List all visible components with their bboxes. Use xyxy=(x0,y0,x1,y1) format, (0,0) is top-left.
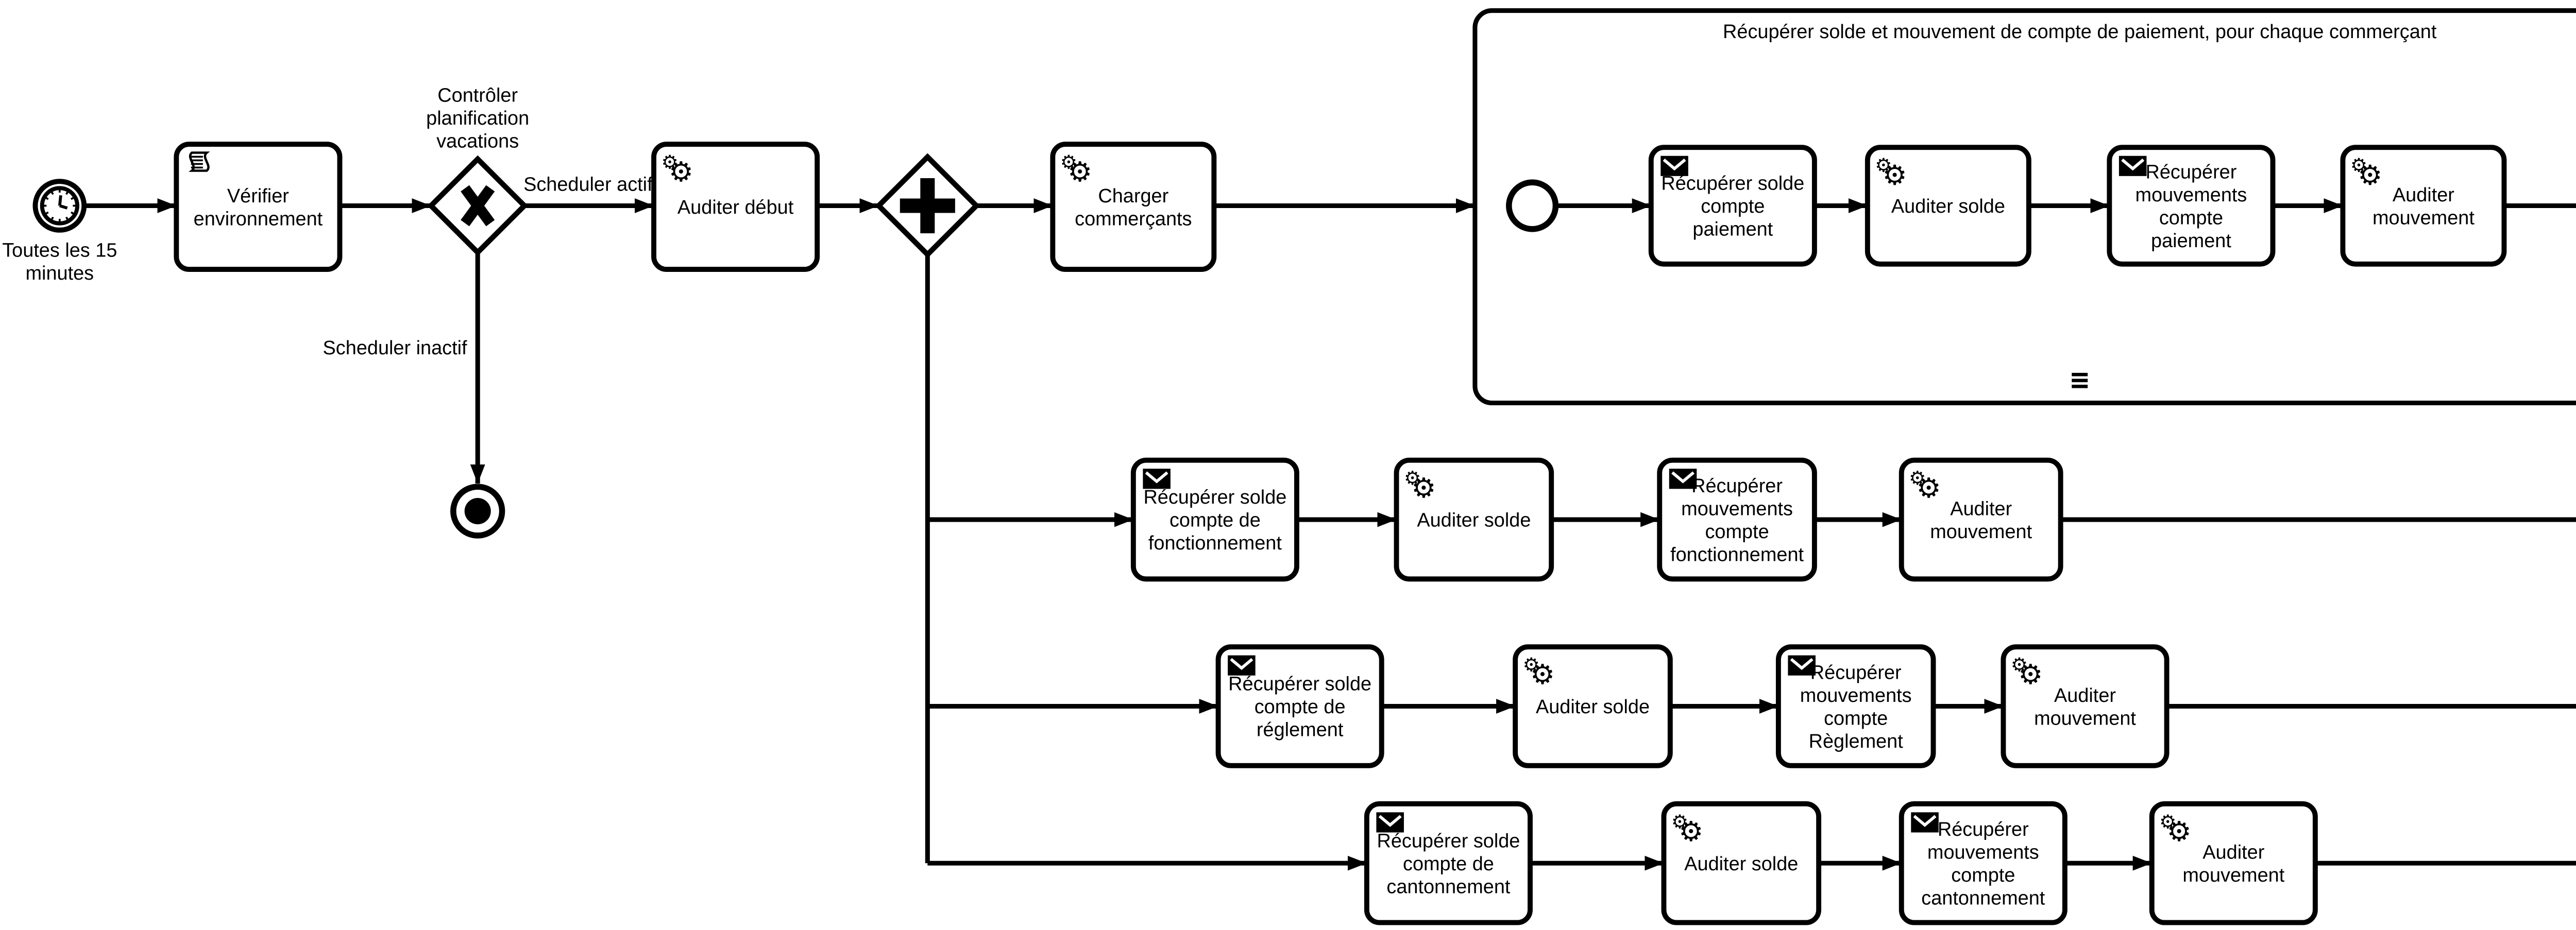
svg-text:⚙: ⚙ xyxy=(2011,654,2028,676)
timer-clock-icon xyxy=(43,189,76,222)
parallel-plus-icon xyxy=(900,178,955,234)
svg-text:⚙: ⚙ xyxy=(2167,817,2192,847)
send-message-icon xyxy=(1669,469,1697,489)
task-label: Auditer solde xyxy=(1536,696,1650,718)
svg-text:⚙: ⚙ xyxy=(1875,154,1892,176)
service-gears-icon: ⚙⚙ xyxy=(1875,154,1907,191)
task-auditer-solde-fonctionnement[interactable]: ⚙⚙ Auditer solde xyxy=(1394,457,1554,582)
send-message-icon xyxy=(1660,156,1688,176)
start-event-subprocess[interactable] xyxy=(1506,179,1559,232)
service-gears-icon: ⚙⚙ xyxy=(2011,654,2043,691)
exclusive-x-icon xyxy=(461,185,495,227)
svg-text:⚙: ⚙ xyxy=(1411,473,1436,504)
svg-text:⚙: ⚙ xyxy=(669,157,693,187)
subprocess-title: Récupérer solde et mouvement de compte d… xyxy=(1723,21,2437,43)
task-auditer-solde-paiement[interactable]: ⚙⚙ Auditer solde xyxy=(1865,145,2031,267)
task-label: Auditer solde xyxy=(1417,510,1531,531)
subprocess-recuperer-solde-et-mouvement[interactable]: Récupérer solde et mouvement de compte d… xyxy=(1472,8,2576,406)
svg-text:⚙: ⚙ xyxy=(2350,154,2367,176)
svg-text:⚙: ⚙ xyxy=(661,151,678,173)
edge-label: Scheduler actif xyxy=(523,174,653,196)
task-auditer-solde-cantonnement[interactable]: ⚙⚙ Auditer solde xyxy=(1661,801,1822,925)
task-label: Auditer début xyxy=(677,197,794,218)
svg-text:⚙: ⚙ xyxy=(1671,811,1688,832)
task-auditer-debut[interactable]: ⚙⚙ Auditer début xyxy=(651,142,820,272)
service-gears-icon: ⚙⚙ xyxy=(1060,151,1092,187)
service-gears-icon: ⚙⚙ xyxy=(2159,811,2191,847)
send-message-icon xyxy=(1376,812,1404,833)
svg-text:⚙: ⚙ xyxy=(1530,660,1555,690)
svg-text:⚙: ⚙ xyxy=(1404,467,1421,489)
service-gears-icon: ⚙⚙ xyxy=(661,151,693,187)
multi-instance-sequential-icon xyxy=(2072,373,2088,388)
task-auditer-solde-reglement[interactable]: ⚙⚙ Auditer solde xyxy=(1513,644,1673,768)
service-gears-icon: ⚙⚙ xyxy=(1909,467,1941,504)
task-label: Auditer solde xyxy=(1684,853,1798,875)
svg-text:⚙: ⚙ xyxy=(2159,811,2176,832)
service-gears-icon: ⚙⚙ xyxy=(2350,154,2382,191)
svg-text:⚙: ⚙ xyxy=(1067,157,1092,187)
service-gears-icon: ⚙⚙ xyxy=(1671,811,1703,847)
service-gears-icon: ⚙⚙ xyxy=(1523,654,1555,691)
svg-text:⚙: ⚙ xyxy=(1909,467,1926,489)
send-message-icon xyxy=(1228,655,1256,676)
script-icon xyxy=(189,151,210,172)
service-gears-icon: ⚙⚙ xyxy=(1404,467,1436,504)
terminate-circle-icon xyxy=(464,498,491,525)
svg-text:⚙: ⚙ xyxy=(2358,160,2382,191)
task-label: Auditer solde xyxy=(1891,196,2005,217)
send-message-icon xyxy=(1143,469,1171,489)
svg-text:⚙: ⚙ xyxy=(1523,654,1540,676)
send-message-icon xyxy=(1788,655,1816,676)
svg-text:⚙: ⚙ xyxy=(1883,160,1907,191)
svg-text:⚙: ⚙ xyxy=(2018,660,2043,690)
send-message-icon xyxy=(1911,812,1939,833)
svg-text:⚙: ⚙ xyxy=(1060,151,1077,173)
svg-text:⚙: ⚙ xyxy=(1917,473,1941,504)
send-message-icon xyxy=(2119,156,2147,176)
join-trunk-line[interactable] xyxy=(2315,254,2576,866)
end-event-scheduler-inactif[interactable] xyxy=(450,484,505,539)
gateway-parallel-split[interactable] xyxy=(875,153,980,259)
svg-text:⚙: ⚙ xyxy=(1679,817,1703,847)
edge-label: Scheduler inactif xyxy=(323,337,467,359)
